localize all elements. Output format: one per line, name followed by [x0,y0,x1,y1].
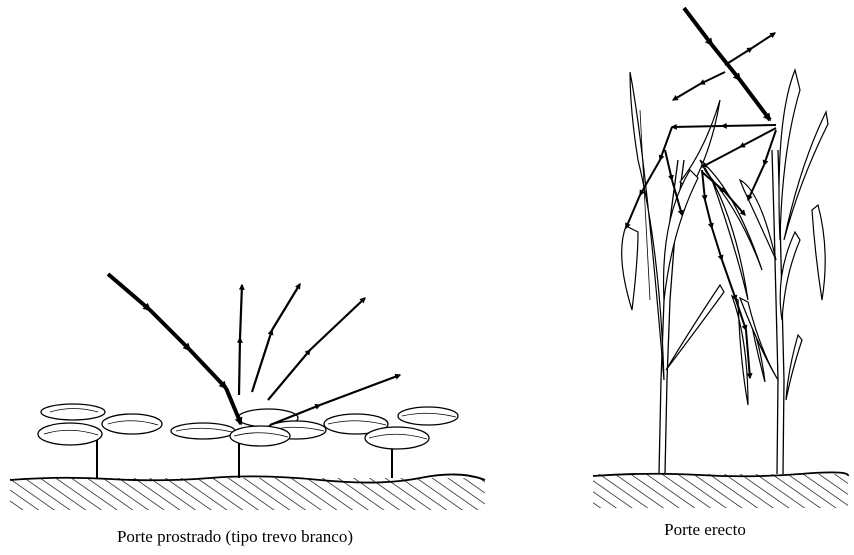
clover-plant-1 [38,404,162,478]
prostrate-panel [10,274,485,510]
soil-ground-left [10,474,485,510]
caption-erect-habit: Porte erecto [630,520,780,540]
incident-light-arrow-left [108,274,241,424]
clover-plant-2 [171,409,326,478]
soil-ground-right [593,472,848,508]
erect-panel [593,8,848,508]
clover-plant-3 [324,407,458,478]
grass-leaves [622,70,828,405]
caption-prostrate-habit: Porte prostrado (tipo trevo branco) [55,527,415,547]
reflected-light-arrows-left [239,284,400,425]
